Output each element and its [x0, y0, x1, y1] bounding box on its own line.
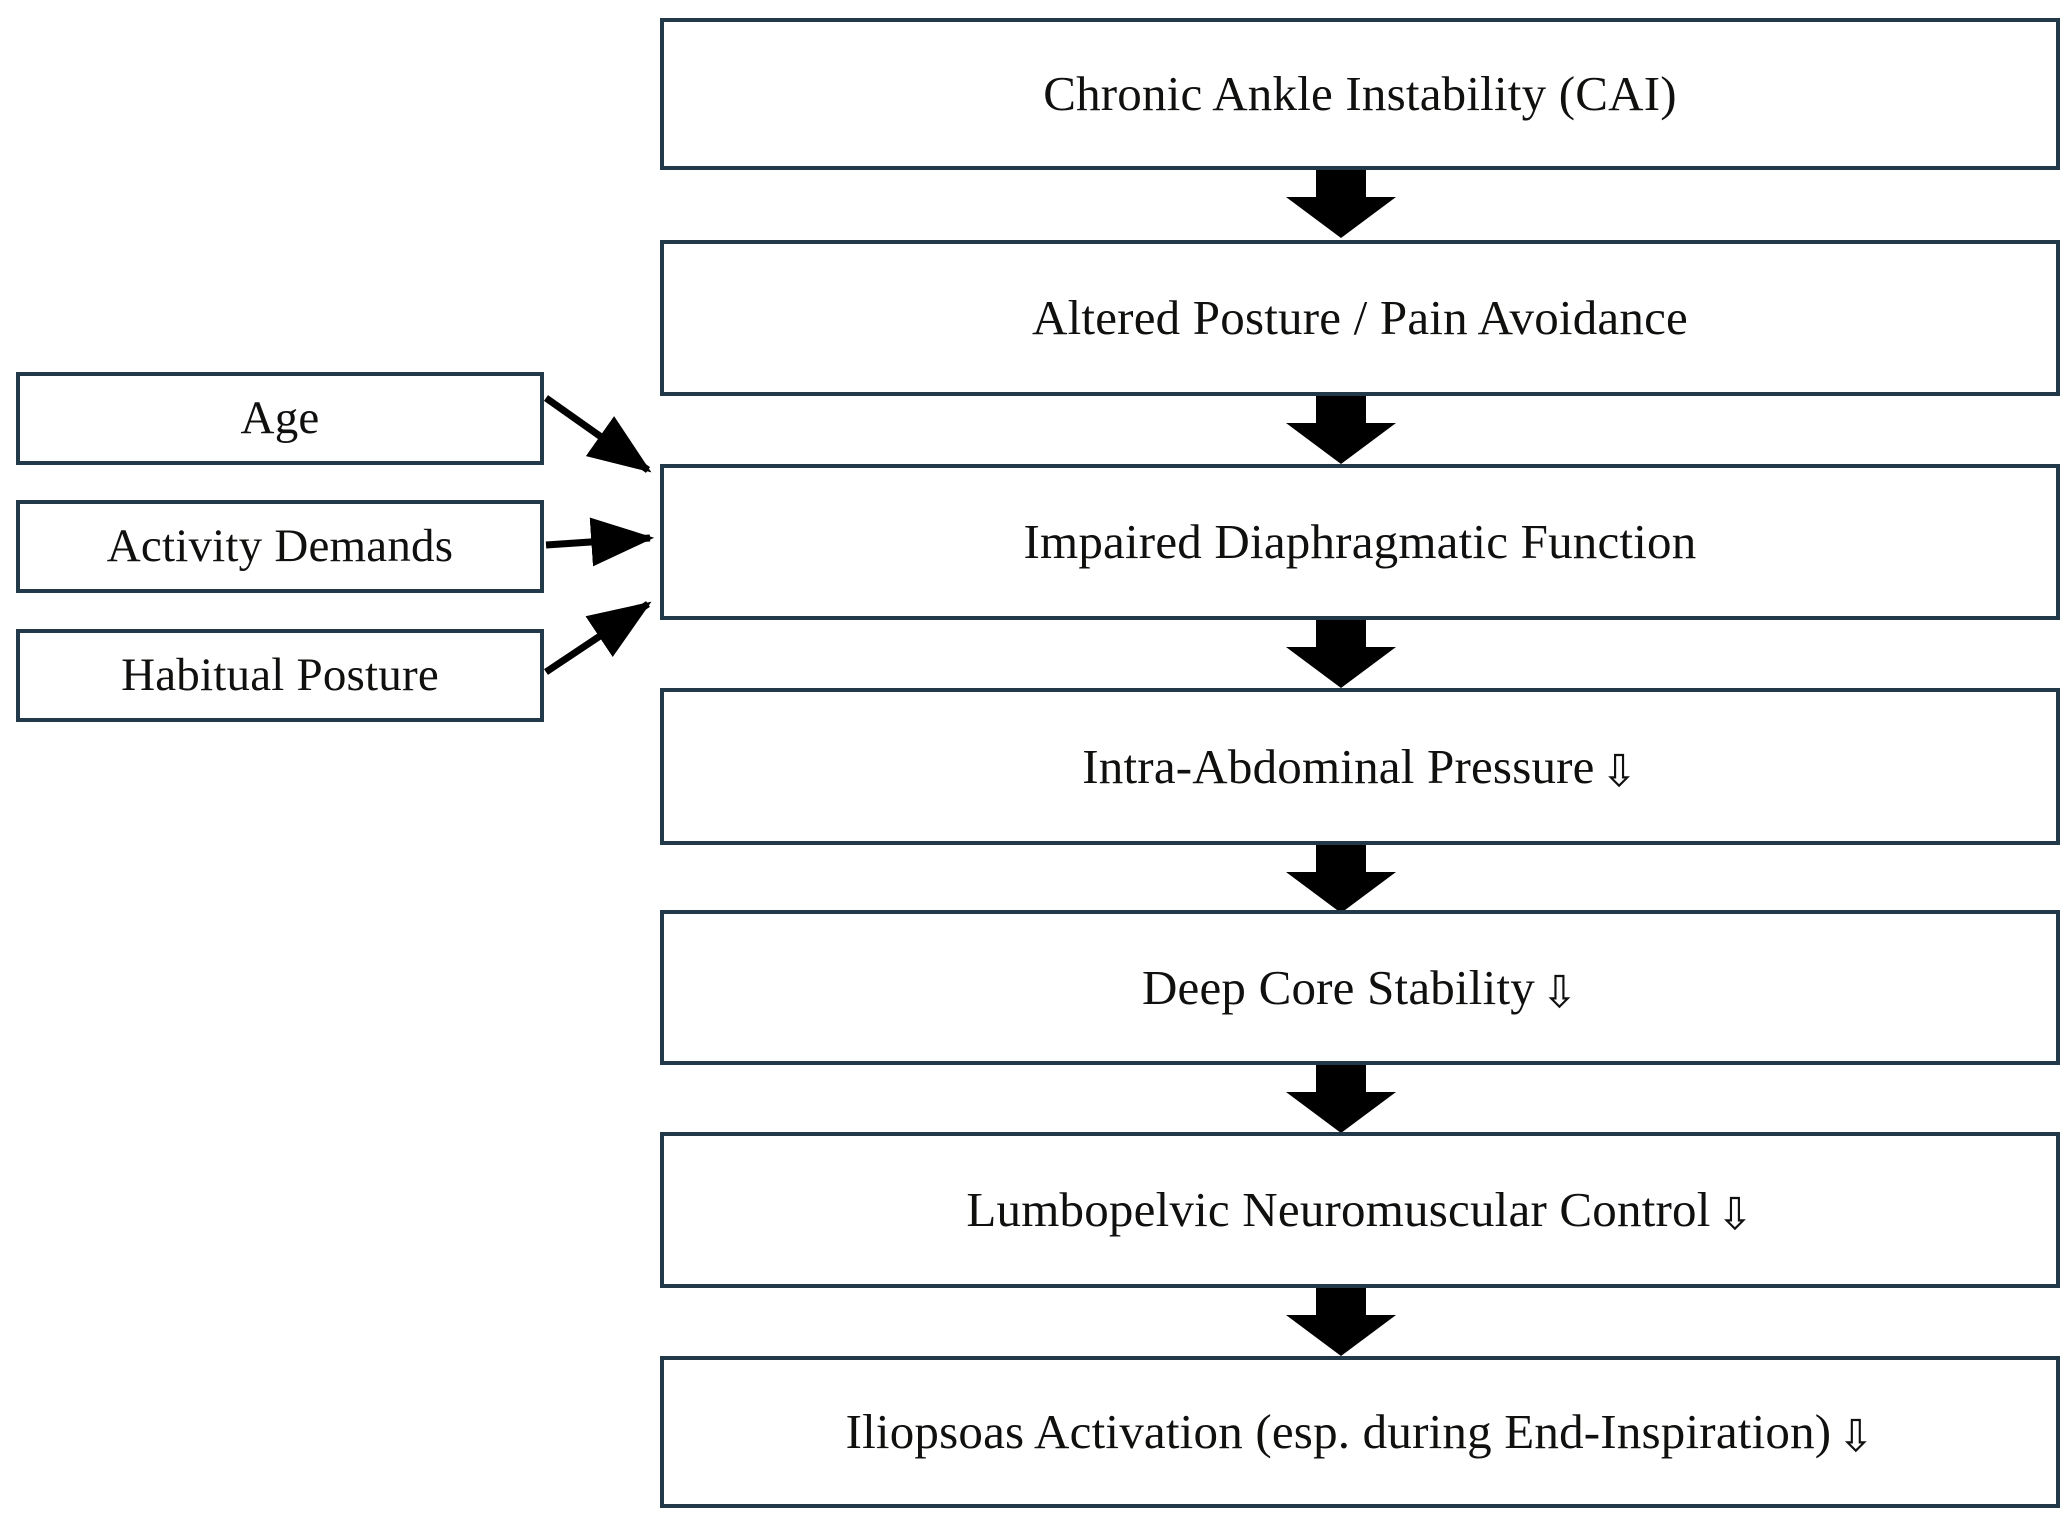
connector-altered-posture-to-impaired-diaphragm — [1286, 396, 1396, 464]
arrow-activity-demands-to-impaired-diaphragm — [545, 517, 655, 567]
node-deep-core-stability[interactable]: Deep Core Stability⇩ — [660, 910, 2060, 1065]
connector-impaired-diaphragm-to-intra-abdominal-pressure — [1286, 620, 1396, 688]
node-label: Iliopsoas Activation (esp. during End-In… — [845, 1404, 1875, 1460]
connector-deep-core-stability-to-lumbopelvic-control — [1286, 1065, 1396, 1133]
node-age[interactable]: Age — [16, 372, 544, 465]
node-habitual-posture[interactable]: Habitual Posture — [16, 629, 544, 722]
connector-cai-to-altered-posture — [1286, 170, 1396, 238]
node-label-text: Iliopsoas Activation (esp. during End-In… — [845, 1404, 1832, 1460]
node-label: Altered Posture / Pain Avoidance — [1032, 290, 1688, 346]
node-label: Deep Core Stability⇩ — [1141, 959, 1578, 1015]
arrow-habitual-posture-to-impaired-diaphragm — [544, 601, 652, 675]
arrow-age-to-impaired-diaphragm — [543, 395, 652, 473]
node-label-text: Intra-Abdominal Pressure — [1082, 738, 1595, 794]
node-label: Chronic Ankle Instability (CAI) — [1043, 66, 1677, 122]
down-arrow-icon: ⇩ — [1837, 1411, 1875, 1463]
down-arrow-icon: ⇩ — [1600, 745, 1638, 797]
node-label: Intra-Abdominal Pressure⇩ — [1082, 738, 1637, 794]
node-label: Impaired Diaphragmatic Function — [1023, 514, 1697, 570]
node-label: Lumbopelvic Neuromuscular Control⇩ — [966, 1182, 1753, 1238]
node-label-text: Deep Core Stability — [1141, 959, 1535, 1015]
node-intra-abdominal-pressure[interactable]: Intra-Abdominal Pressure⇩ — [660, 688, 2060, 845]
node-activity-demands[interactable]: Activity Demands — [16, 500, 544, 593]
node-iliopsoas-activation[interactable]: Iliopsoas Activation (esp. during End-In… — [660, 1356, 2060, 1508]
node-lumbopelvic-neuromuscular-control[interactable]: Lumbopelvic Neuromuscular Control⇩ — [660, 1132, 2060, 1288]
node-label: Activity Demands — [106, 519, 454, 572]
node-altered-posture-pain-avoidance[interactable]: Altered Posture / Pain Avoidance — [660, 240, 2060, 396]
node-impaired-diaphragmatic-function[interactable]: Impaired Diaphragmatic Function — [660, 464, 2060, 620]
node-chronic-ankle-instability[interactable]: Chronic Ankle Instability (CAI) — [660, 18, 2060, 170]
node-label: Age — [240, 391, 320, 444]
down-arrow-icon: ⇩ — [1540, 966, 1579, 1018]
node-label-text: Lumbopelvic Neuromuscular Control — [966, 1182, 1711, 1238]
connector-lumbopelvic-control-to-iliopsoas-activation — [1286, 1288, 1396, 1356]
connector-intra-abdominal-pressure-to-deep-core-stability — [1286, 845, 1396, 913]
node-label: Habitual Posture — [121, 648, 439, 701]
down-arrow-icon: ⇩ — [1716, 1189, 1754, 1241]
